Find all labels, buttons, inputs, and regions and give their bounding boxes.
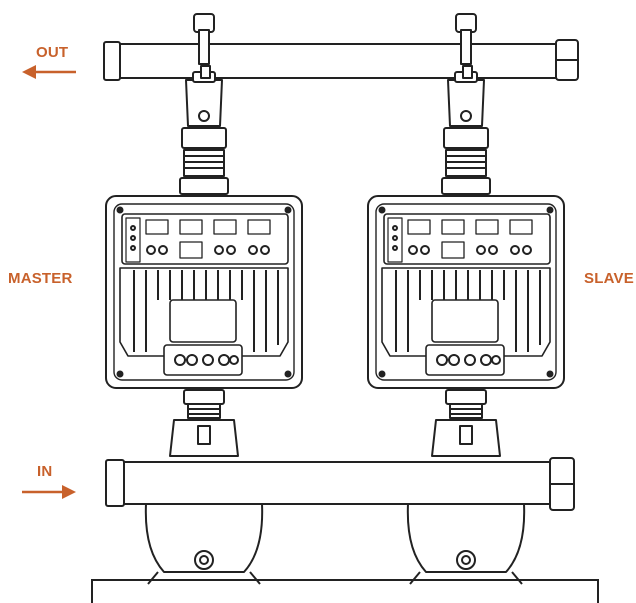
- base-frame: [91, 579, 599, 603]
- inlet-manifold: [105, 457, 575, 511]
- master-pump: [144, 503, 264, 585]
- slave-label: SLAVE: [584, 270, 634, 287]
- in-label: IN: [37, 463, 53, 480]
- slave-inverter-unit: [367, 13, 565, 457]
- arrow-left-icon: [22, 65, 76, 79]
- slave-pump: [406, 503, 526, 585]
- arrow-right-icon: [22, 485, 76, 499]
- master-inverter-unit: [105, 13, 303, 457]
- outlet-manifold: [103, 39, 579, 81]
- master-label: MASTER: [8, 270, 73, 287]
- out-label: OUT: [36, 44, 69, 61]
